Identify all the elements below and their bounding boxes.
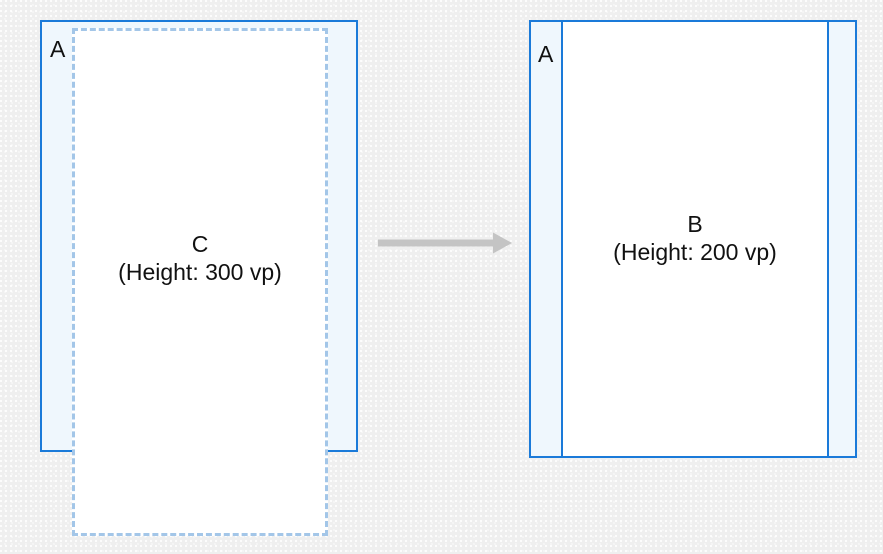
right-child-b-name: B — [687, 211, 703, 237]
left-child-c — [72, 28, 328, 536]
transformation-arrow — [375, 228, 517, 258]
left-child-c-caption: C (Height: 300 vp) — [72, 230, 328, 286]
right-child-b — [561, 20, 829, 458]
right-child-b-detail: (Height: 200 vp) — [613, 239, 777, 266]
left-child-c-name: C — [191, 231, 209, 257]
right-child-b-caption: B (Height: 200 vp) — [561, 210, 829, 266]
right-container-a-label: A — [538, 41, 554, 67]
left-container-a-label: A — [50, 36, 66, 62]
left-child-c-detail: (Height: 300 vp) — [118, 259, 282, 286]
arrow-right-icon — [378, 232, 512, 254]
